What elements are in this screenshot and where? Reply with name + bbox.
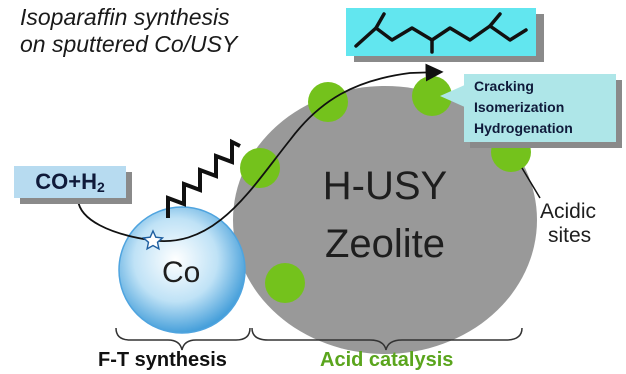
- feed-gas-box: CO+H2: [14, 166, 126, 198]
- acidic-sites-label-line-1: Acidic: [540, 200, 597, 223]
- acidic-sites-pointer: [521, 167, 541, 199]
- title-line-2: on sputtered Co/USY: [20, 31, 238, 57]
- acid-site: [265, 263, 305, 303]
- title-line-1: Isoparaffin synthesis: [20, 4, 230, 30]
- acid-site: [491, 132, 531, 172]
- isoparaffin-molecule-icon: [354, 12, 528, 54]
- process-step-isomerization: Isomerization: [474, 99, 565, 115]
- zeolite-label-line-1: H-USY: [322, 164, 448, 208]
- process-step-hydrogenation: Hydrogenation: [474, 120, 573, 136]
- zigzag-chain-icon: [166, 138, 241, 218]
- reaction-arrow-icon: [77, 63, 444, 242]
- star-icon: [141, 229, 165, 251]
- ft-synthesis-label: F-T synthesis: [98, 349, 227, 371]
- zeolite-particle: [233, 86, 537, 354]
- process-step-cracking: Cracking: [474, 78, 534, 94]
- acid-catalysis-brace: [251, 327, 523, 351]
- diagram-title: Isoparaffin synthesis on sputtered Co/US…: [20, 4, 237, 58]
- zeolite-label-line-2: Zeolite: [324, 222, 446, 266]
- feed-gas-subscript: 2: [96, 179, 105, 195]
- acid-catalysis-label: Acid catalysis: [320, 349, 454, 371]
- ft-brace: [115, 327, 251, 351]
- acid-site: [412, 76, 452, 116]
- process-box: Cracking Isomerization Hydrogenation: [464, 74, 616, 142]
- acidic-sites-label-line-2: sites: [548, 224, 592, 247]
- co-label: Co: [162, 256, 201, 289]
- feed-gas-label: CO+H: [35, 169, 97, 194]
- acid-site: [240, 148, 280, 188]
